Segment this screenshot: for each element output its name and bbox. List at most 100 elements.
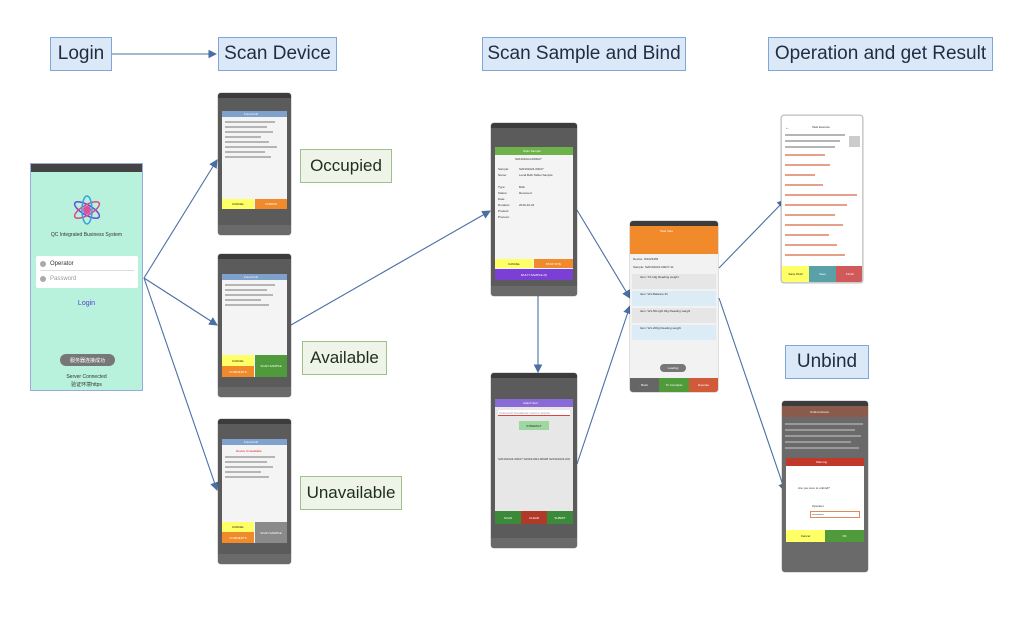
password-input[interactable]: **********	[810, 511, 860, 518]
info-row	[225, 126, 267, 128]
task-item[interactable]: Item: W1-50mg/0.02g Reading weight	[632, 308, 716, 323]
bound-list-text: S20191024-00027 S20191024-00028 S2019102…	[498, 457, 570, 461]
info-row	[225, 461, 267, 463]
comments-button[interactable]: COMMENTS	[222, 366, 254, 377]
status-bar	[630, 221, 718, 226]
info-row	[225, 294, 273, 296]
back-button[interactable]: Back	[630, 378, 659, 392]
interact-button[interactable]: INTERACT	[519, 421, 549, 430]
to-complete-button[interactable]: To Complete	[659, 378, 689, 392]
arrow-to-available	[143, 277, 218, 326]
login-button[interactable]: Login	[77, 300, 96, 307]
operator-field[interactable]: Operator	[40, 258, 134, 271]
list-row	[785, 423, 863, 425]
step-scan-device: Scan Device	[218, 37, 337, 71]
back-arrow-icon[interactable]: ←	[785, 125, 790, 131]
task-item[interactable]: Item: W1-Balance ID	[632, 291, 716, 306]
dialog-title: Scan Sample	[523, 149, 541, 153]
scan-sample-button-disabled[interactable]: SCAN SAMPLE	[255, 522, 287, 543]
loading-toast: Loading	[660, 364, 686, 372]
user-field[interactable]: Operator	[812, 504, 824, 508]
row-label: Type:	[498, 185, 506, 189]
password-field[interactable]: Password	[40, 272, 134, 285]
system-name: QC Integrated Business System	[50, 232, 123, 238]
clear-button[interactable]: CLEAR	[521, 511, 547, 524]
comments-button[interactable]: COMMENTS	[222, 532, 254, 543]
warning-header: Warning	[786, 458, 864, 466]
nav-bar	[491, 286, 577, 296]
device-available-screenshot: Found Info CANCEL COMMENTS SCAN SAMPLE	[218, 254, 291, 397]
field-row	[785, 194, 857, 196]
server-status: Server Connected	[66, 374, 107, 380]
info-row	[225, 156, 271, 158]
row-value: 2019-10-24	[519, 203, 535, 207]
step-operation: Operation and get Result	[768, 37, 993, 71]
row-label: Name:	[498, 173, 507, 177]
bind-screenshot: Attach Sort [Unbound] Scan/Enter result …	[491, 373, 577, 548]
info-row	[225, 289, 267, 291]
field-row	[785, 214, 835, 216]
row-label: Process:	[498, 215, 510, 219]
nav-bar	[491, 538, 577, 548]
task-item-label: Item: W1-50mg/0.02g Reading weight	[640, 309, 691, 313]
cancel-button[interactable]: CANCEL	[222, 199, 254, 209]
row-label: Product:	[498, 209, 510, 213]
password-mask: **********	[812, 513, 824, 517]
info-row	[785, 140, 840, 142]
arrow-available-to-sample	[290, 210, 491, 326]
status-bar	[491, 123, 577, 128]
found-info-dialog: Found Info CANCEL UNBIND	[222, 111, 287, 209]
state-available-label: Available	[310, 348, 379, 367]
task-item-label: Item: W1-Balance ID	[640, 292, 668, 296]
save-button[interactable]: Save	[809, 266, 836, 282]
ok-button[interactable]: OK	[825, 530, 864, 542]
nav-bar	[218, 225, 291, 235]
cancel-button[interactable]: Cancel	[786, 530, 825, 542]
info-row	[225, 131, 273, 133]
scan-sample-button[interactable]: SCAN SAMPLE	[255, 355, 287, 377]
row-label: Date:	[498, 197, 506, 201]
step-scan-sample-label: Scan Sample and Bind	[487, 43, 681, 64]
step-scan-sample: Scan Sample and Bind	[482, 37, 686, 71]
env-label: 验证环境https	[71, 382, 102, 388]
unavailable-warning: Device Unavailable	[236, 449, 262, 453]
info-row	[225, 476, 269, 478]
info-row	[225, 141, 269, 143]
bind-dialog: Attach Sort [Unbound] Scan/Enter result …	[495, 399, 573, 524]
row-label: Duration:	[498, 203, 511, 207]
arrow-to-occupied	[143, 159, 218, 279]
cancel-button[interactable]: CANCEL	[222, 355, 254, 366]
status-bar	[491, 373, 577, 378]
device-line: Device: W1023456	[633, 257, 659, 261]
status-bar	[218, 93, 291, 98]
multi-sample-button[interactable]: MULTI SAMPLE (0)	[495, 269, 573, 280]
task-execute-screenshot: Task Execute ← Save Draft Save Finish	[781, 115, 863, 283]
unbind-button[interactable]: UNBIND	[255, 199, 287, 209]
operator-label: Operator	[50, 261, 74, 267]
dialog-title: Found Info	[244, 440, 259, 444]
task-execute-title: Task Execute	[812, 125, 830, 129]
arrow-taskview-to-unbind	[718, 297, 787, 493]
cancel-button[interactable]: CANCEL	[222, 522, 254, 532]
state-occupied-label: Occupied	[310, 156, 382, 175]
task-view-screenshot: Task View Device: W1023456 Sample: S2019…	[630, 221, 718, 392]
info-row	[225, 136, 261, 138]
execute-button[interactable]: Execute	[689, 378, 718, 392]
task-item[interactable]: Item: W1-200g Reading weight	[632, 325, 716, 340]
arrow-taskview-to-execute	[718, 199, 786, 269]
cancel-button[interactable]: CANCEL	[495, 259, 533, 268]
scan-button[interactable]: SCAN	[495, 511, 521, 524]
result-input[interactable]: [Unbound] Scan/Enter result or ExpNo	[498, 410, 570, 416]
pass-site-button[interactable]: PASS SITE	[534, 259, 573, 268]
field-row	[785, 254, 845, 256]
state-unavailable-label: Unavailable	[306, 483, 396, 502]
task-item[interactable]: Item: ST-10g Reading weight	[632, 274, 716, 289]
thumbnail	[849, 136, 860, 147]
save-draft-button[interactable]: Save Draft	[782, 266, 809, 282]
unbind-header: Unbind device	[782, 406, 868, 417]
warning-dialog: Warning Are you sure to unbind? Operator…	[786, 458, 864, 542]
warning-message: Are you sure to unbind?	[798, 486, 830, 490]
submit-button[interactable]: SUBMIT	[547, 511, 573, 524]
finish-button[interactable]: Finish	[836, 266, 862, 282]
